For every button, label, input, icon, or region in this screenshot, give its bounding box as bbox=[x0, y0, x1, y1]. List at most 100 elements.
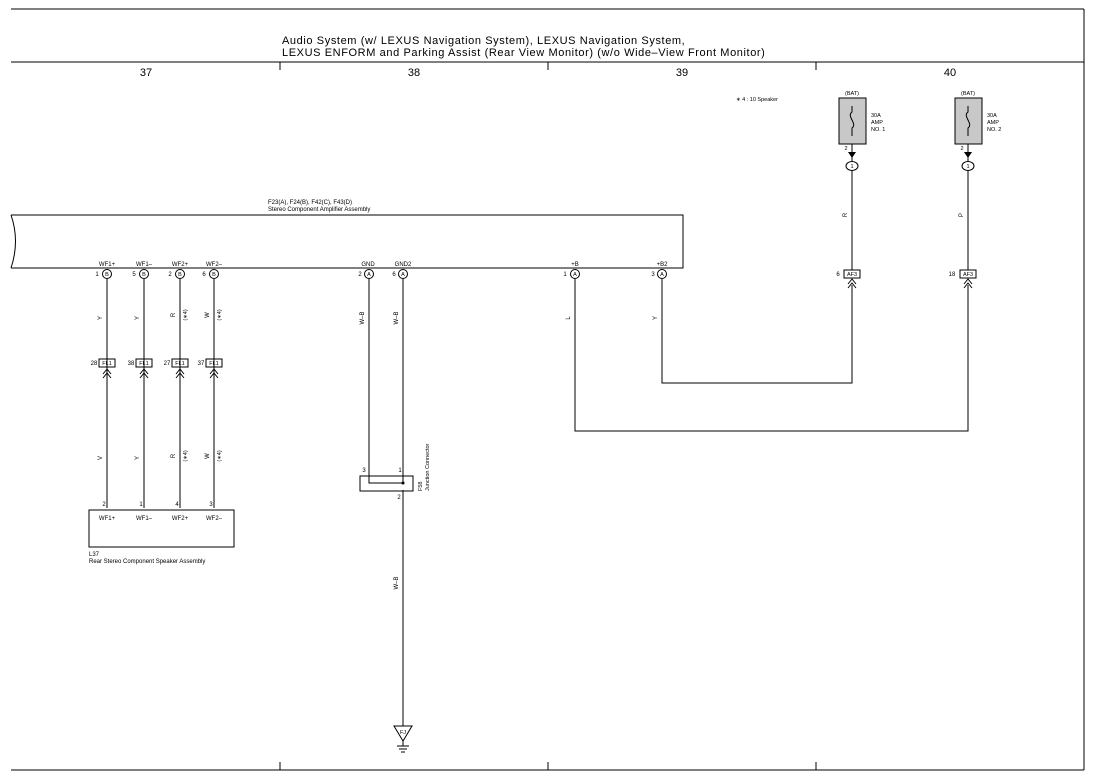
fuse-rating: 30A bbox=[987, 113, 997, 119]
amp-pin-label: GND2 bbox=[395, 262, 412, 268]
fl1-pin-number: 38 bbox=[128, 361, 135, 367]
amp-conn-letter: B bbox=[105, 272, 109, 278]
fl1-pin-number: 28 bbox=[91, 361, 98, 367]
fuse-amp-2: (BAT) 30A AMP NO. 2 2 1 P 18 AF3 bbox=[949, 91, 1001, 289]
junction-connector: 3 1 2 F58 Junction Connector bbox=[359, 443, 431, 501]
speaker-pin-label: WF1+ bbox=[99, 516, 116, 522]
af3-code: AF3 bbox=[963, 272, 973, 278]
junction-id: F58 bbox=[418, 482, 424, 491]
fl1-pin-number: 27 bbox=[164, 361, 171, 367]
amp-pin-label: WF1– bbox=[136, 262, 153, 268]
amp-pin-number: 3 bbox=[651, 272, 655, 278]
amp-pin-number: 5 bbox=[132, 272, 136, 278]
wire-speaker-mark: (∗4) bbox=[217, 309, 223, 320]
wire-speaker-mark: (∗4) bbox=[183, 450, 189, 461]
header-title-line1: Audio System (w/ LEXUS Navigation System… bbox=[282, 35, 685, 47]
fl1-code: FL1 bbox=[102, 361, 111, 367]
speaker-box bbox=[88, 509, 235, 548]
fuse-element bbox=[849, 106, 855, 136]
wire-color: V bbox=[98, 456, 104, 460]
amp-pin-label: WF2– bbox=[206, 262, 223, 268]
amp-connector-wf1p: 1 B bbox=[95, 269, 112, 279]
amp-connector-gnd: 2 A bbox=[358, 269, 374, 279]
wire-color: P bbox=[959, 213, 965, 217]
fl1-code: FL1 bbox=[139, 361, 148, 367]
speaker-pin-number: 1 bbox=[139, 502, 143, 508]
af3-pin-number: 6 bbox=[836, 272, 840, 278]
amp-pin-number: 2 bbox=[358, 272, 362, 278]
amp-connector-wf1m: 5 B bbox=[132, 269, 149, 279]
wire-color: L bbox=[566, 316, 572, 320]
inline-connectors-fl1: 28 FL1 38 FL1 27 FL1 37 FL1 bbox=[91, 358, 223, 379]
junction-pin-left: 3 bbox=[362, 468, 366, 474]
ground-wires: W–B W–B W–B bbox=[360, 279, 404, 726]
amplifier-pins: WF1+ WF1– WF2+ WF2– GND GND2 +B +B2 1 B … bbox=[95, 262, 668, 279]
fuse-bat-label: (BAT) bbox=[961, 91, 975, 97]
amp-conn-letter: A bbox=[367, 272, 371, 278]
amp-conn-letter: B bbox=[178, 272, 182, 278]
fuse-bat-label: (BAT) bbox=[845, 91, 859, 97]
fuse-pin: 2 bbox=[960, 146, 963, 152]
wire-color: Y bbox=[98, 316, 104, 320]
fl1-code: FL1 bbox=[175, 361, 184, 367]
column-number-37: 37 bbox=[140, 67, 152, 79]
wire-speaker-mark: (∗4) bbox=[183, 309, 189, 320]
wire-color: W bbox=[205, 453, 211, 459]
amp-pin-label: +B bbox=[571, 262, 579, 268]
wire-color: W–B bbox=[360, 311, 366, 324]
amp-conn-letter: A bbox=[660, 272, 664, 278]
af3-code: AF3 bbox=[847, 272, 857, 278]
speaker-pin-number: 4 bbox=[175, 502, 179, 508]
column-number-39: 39 bbox=[676, 67, 688, 79]
amp-connector-plus-b: 1 A bbox=[563, 269, 580, 279]
wire-color: R bbox=[843, 212, 849, 217]
amp-conn-letter: B bbox=[212, 272, 216, 278]
fl1-code: FL1 bbox=[209, 361, 218, 367]
fuse-name: AMP bbox=[871, 120, 883, 126]
rear-speaker-assembly: 2 1 4 3 WF1+ WF1– WF2+ WF2– L37 Rear Ste… bbox=[88, 502, 235, 565]
amp-conn-letter: B bbox=[142, 272, 146, 278]
amp-connector-gnd2: 6 A bbox=[392, 269, 408, 279]
speaker-pin-label: WF2+ bbox=[172, 516, 189, 522]
page-frame bbox=[11, 8, 1085, 771]
column-number-40: 40 bbox=[944, 67, 956, 79]
ground-symbol: FJ bbox=[393, 725, 413, 753]
speaker-pin-label: WF2– bbox=[206, 516, 223, 522]
fuse-amp-1: (BAT) 30A AMP NO. 1 2 1 R 6 AF3 bbox=[836, 91, 885, 289]
wire-speaker-mark: (∗4) bbox=[217, 450, 223, 461]
speaker-pin-number: 3 bbox=[209, 502, 213, 508]
fuse-element bbox=[965, 106, 971, 136]
fuse-pin: 2 bbox=[844, 146, 847, 152]
amp-connector-wf2p: 2 B bbox=[168, 269, 185, 279]
amplifier-name: Stereo Component Amplifier Assembly bbox=[268, 207, 370, 213]
amp-pin-label: WF1+ bbox=[99, 262, 116, 268]
speaker-wires: Y Y R (∗4) W (∗4) V Y R (∗4) W (∗4) bbox=[98, 279, 223, 508]
wire-color: R bbox=[171, 453, 177, 458]
header-title-line2: LEXUS ENFORM and Parking Assist (Rear Vi… bbox=[282, 47, 765, 59]
wire-color: R bbox=[171, 312, 177, 317]
ground-id: FJ bbox=[400, 730, 406, 736]
junction-pin-right: 1 bbox=[398, 468, 402, 474]
wire-color: Y bbox=[653, 316, 659, 320]
amp-pin-number: 6 bbox=[392, 272, 396, 278]
fuse-number: NO. 2 bbox=[987, 127, 1001, 133]
amplifier-connectors: F23(A), F24(B), F42(C), F43(D) bbox=[268, 200, 352, 206]
fuse-number: NO. 1 bbox=[871, 127, 885, 133]
wire-color: W–B bbox=[394, 576, 400, 589]
fuse-conn: 1 bbox=[850, 164, 853, 170]
amp-pin-label: GND bbox=[361, 262, 375, 268]
speaker-pin-label: WF1– bbox=[136, 516, 153, 522]
speaker-pin-number: 2 bbox=[102, 502, 106, 508]
amp-conn-letter: A bbox=[401, 272, 405, 278]
junction-name: Junction Connector bbox=[425, 443, 431, 491]
fuse-name: AMP bbox=[987, 120, 999, 126]
fuse-rating: 30A bbox=[871, 113, 881, 119]
wire-color: Y bbox=[135, 456, 141, 460]
speaker-note: ∗ 4 : 10 Speaker bbox=[736, 97, 778, 103]
amp-pin-label: WF2+ bbox=[172, 262, 189, 268]
amp-pin-number: 1 bbox=[563, 272, 567, 278]
fl1-pin-number: 37 bbox=[198, 361, 205, 367]
wire-color: Y bbox=[135, 316, 141, 320]
amp-pin-number: 1 bbox=[95, 272, 99, 278]
